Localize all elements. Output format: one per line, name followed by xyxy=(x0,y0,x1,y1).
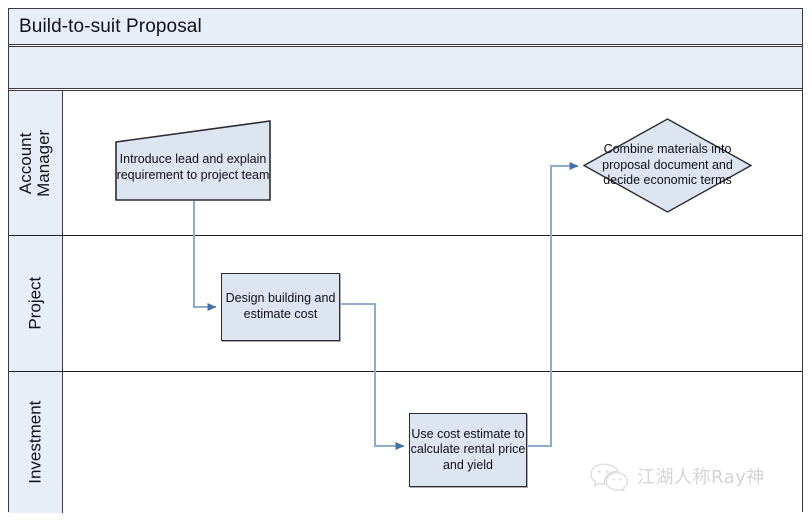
watermark-text: 江湖人称Ray神 xyxy=(637,467,765,488)
flow-shape-use-cost-estimate[interactable]: Use cost estimate to calculate rental pr… xyxy=(409,413,527,487)
flow-shape-design-building[interactable]: Design building and estimate cost xyxy=(221,273,340,341)
swimlane-project: Project xyxy=(9,235,802,371)
swimlane-label-account-manager: Account Manager xyxy=(16,129,54,197)
diagram-title-band: Build-to-suit Proposal xyxy=(8,8,803,45)
swimlane-investment: Investment xyxy=(9,371,802,513)
swimlane-body-project xyxy=(63,236,802,371)
flow-shape-label-use-cost-estimate: Use cost estimate to calculate rental pr… xyxy=(410,426,526,472)
flow-shape-introduce-lead[interactable]: Introduce lead and explain requirement t… xyxy=(115,120,271,201)
swimlane-header-investment: Investment xyxy=(9,372,63,513)
swimlane-label-investment: Investment xyxy=(25,400,45,485)
swimlane-label-project: Project xyxy=(25,277,45,330)
page-title: Build-to-suit Proposal xyxy=(19,15,202,37)
flow-shape-label-design-building: Design building and estimate cost xyxy=(225,291,336,321)
wechat-icon xyxy=(590,463,629,491)
flow-shape-label-introduce-lead: Introduce lead and explain requirement t… xyxy=(116,151,270,182)
diagram-subtitle-band xyxy=(8,46,803,89)
decision-diamond-icon xyxy=(583,118,752,213)
manual-operation-icon xyxy=(115,120,271,201)
flow-shape-label-combine-materials: Combine materials into proposal document… xyxy=(602,142,733,188)
swimlane-header-project: Project xyxy=(9,236,63,371)
watermark: 江湖人称Ray神 xyxy=(588,461,765,491)
swimlane-header-account-manager: Account Manager xyxy=(9,91,63,235)
flow-shape-combine-materials[interactable]: Combine materials into proposal document… xyxy=(583,118,752,213)
